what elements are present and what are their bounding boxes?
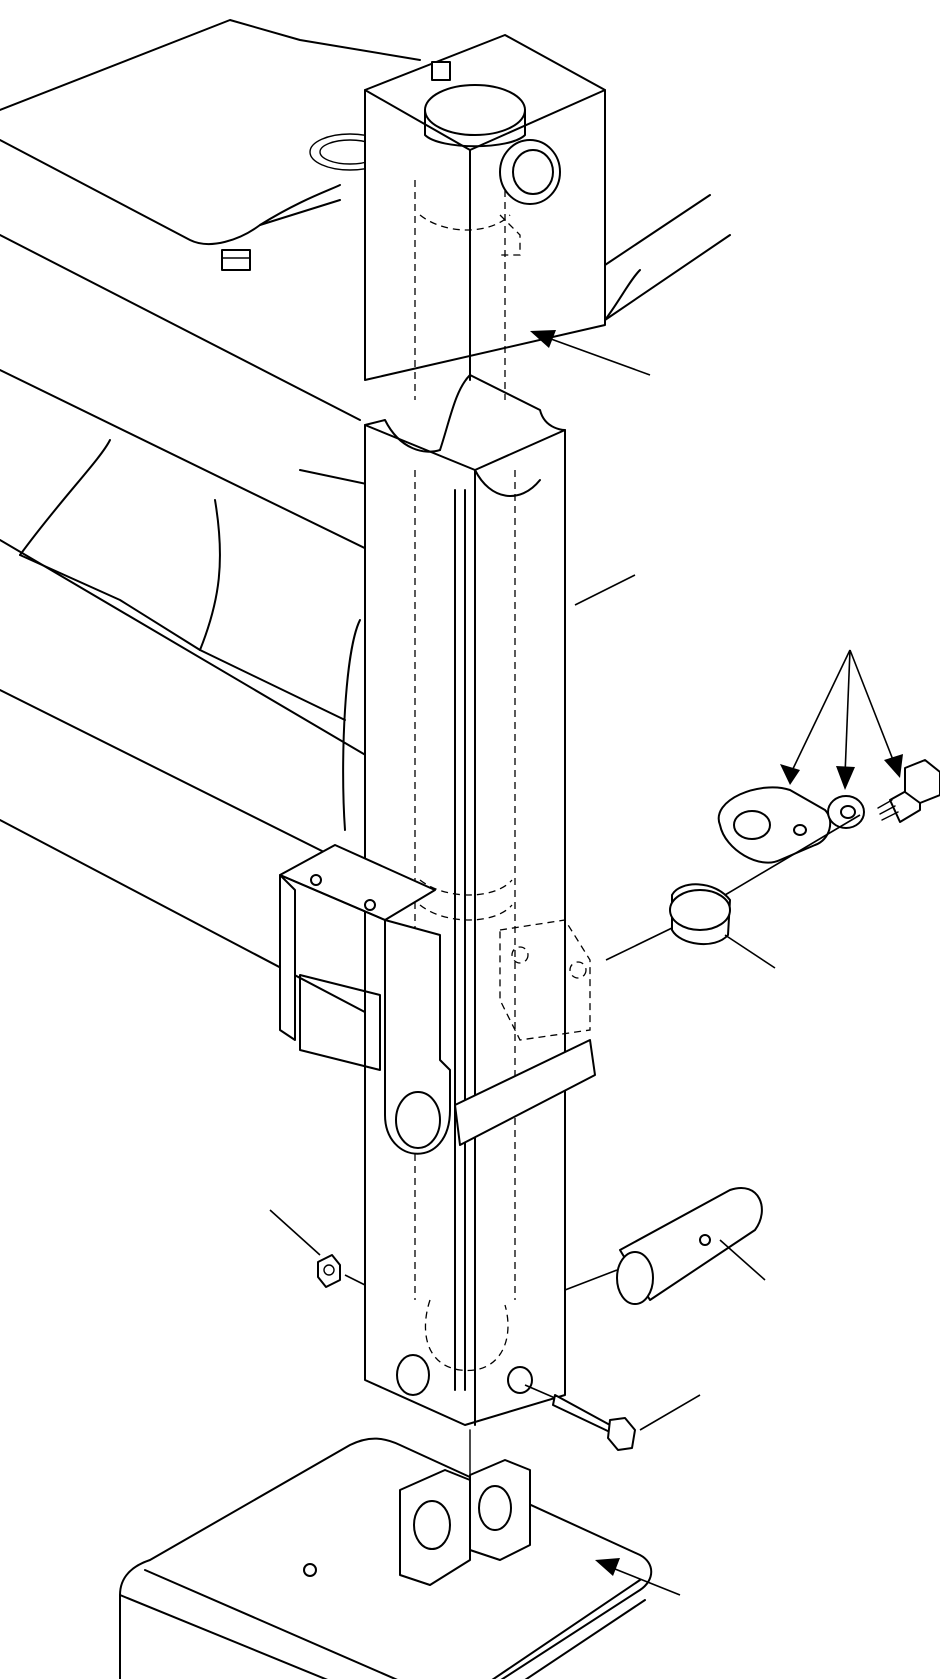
- nut: [269, 1209, 366, 1288]
- bolt-head-icon: [904, 759, 940, 804]
- pad: [119, 1429, 681, 1679]
- band-clamp: [454, 1039, 596, 1146]
- pin-hole-left-icon: [396, 1354, 430, 1396]
- rivet-icon: [310, 874, 322, 886]
- pin: [564, 1187, 766, 1305]
- bracket-hole-icon: [395, 1091, 441, 1149]
- outer-tube: [364, 34, 606, 400]
- pad-hole-icon: [303, 1563, 317, 1577]
- pin-hole-right-icon: [507, 1366, 533, 1394]
- nut-icon: [317, 1254, 341, 1288]
- lock-plate-assembly: [717, 649, 940, 896]
- inner-leg: [364, 374, 596, 1426]
- clip-icon: [221, 249, 251, 271]
- bushing-face-icon: [669, 889, 731, 931]
- grease-fitting-icon: [431, 61, 451, 81]
- cylinder-cap-icon: [424, 84, 526, 136]
- pin-hole-icon: [699, 1234, 711, 1246]
- pin-end-icon: [616, 1251, 654, 1305]
- bolt-bottom: [524, 1384, 701, 1451]
- bolt-shaft-icon: [552, 1394, 613, 1434]
- bushing: [605, 883, 776, 969]
- leader-lines: [530, 330, 651, 606]
- lock-plate-icon: [717, 786, 832, 864]
- bracket: [279, 844, 451, 1155]
- bolt-head-bottom-icon: [607, 1417, 636, 1451]
